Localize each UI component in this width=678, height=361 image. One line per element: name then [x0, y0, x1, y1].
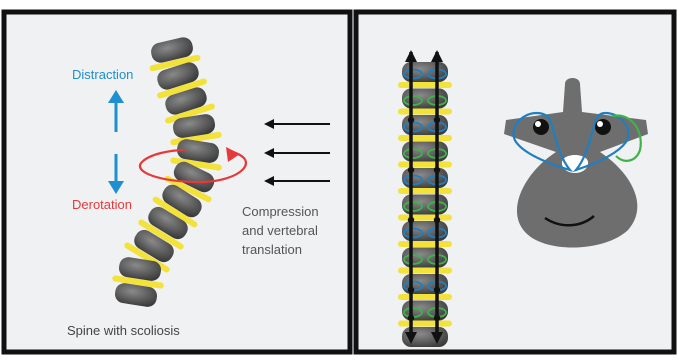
- compression-label-line2: and vertebral: [242, 222, 318, 239]
- vertebra: [402, 221, 448, 241]
- intervertebral-disc: [398, 241, 452, 247]
- intervertebral-disc: [398, 135, 452, 141]
- intervertebral-disc: [398, 215, 452, 221]
- derotation-label: Derotation: [72, 196, 132, 213]
- vertebra: [402, 248, 448, 268]
- intervertebral-disc: [398, 294, 452, 300]
- rod-knob: [408, 117, 414, 123]
- intervertebral-disc: [398, 268, 452, 274]
- intervertebral-disc: [398, 162, 452, 168]
- distraction-label: Distraction: [72, 66, 133, 83]
- intervertebral-disc: [398, 109, 452, 115]
- figure-caption: Spine with scoliosis: [67, 322, 180, 339]
- vertebra: [402, 89, 448, 109]
- screw-head-right: [595, 119, 611, 135]
- rod-knob: [408, 217, 414, 223]
- rod-knob: [408, 167, 414, 173]
- rod-knob: [408, 315, 414, 321]
- intervertebral-disc: [398, 188, 452, 194]
- compression-label-line3: translation: [242, 241, 302, 258]
- corrected-spine: [398, 50, 452, 347]
- compression-label-line1: Compression: [242, 203, 319, 220]
- screw-head-left: [533, 119, 549, 135]
- screw-head-right-highlight: [597, 121, 603, 127]
- screw-head-left-highlight: [535, 121, 541, 127]
- vertebra: [402, 62, 448, 82]
- intervertebral-disc: [398, 321, 452, 327]
- rod-knob: [434, 167, 440, 173]
- intervertebral-disc: [398, 82, 452, 88]
- rod-knob: [434, 217, 440, 223]
- rod-knob: [434, 287, 440, 293]
- vertebra: [402, 195, 448, 215]
- rod-knob: [434, 315, 440, 321]
- rod-knob: [408, 287, 414, 293]
- rod-knob: [434, 117, 440, 123]
- vertebra: [402, 142, 448, 162]
